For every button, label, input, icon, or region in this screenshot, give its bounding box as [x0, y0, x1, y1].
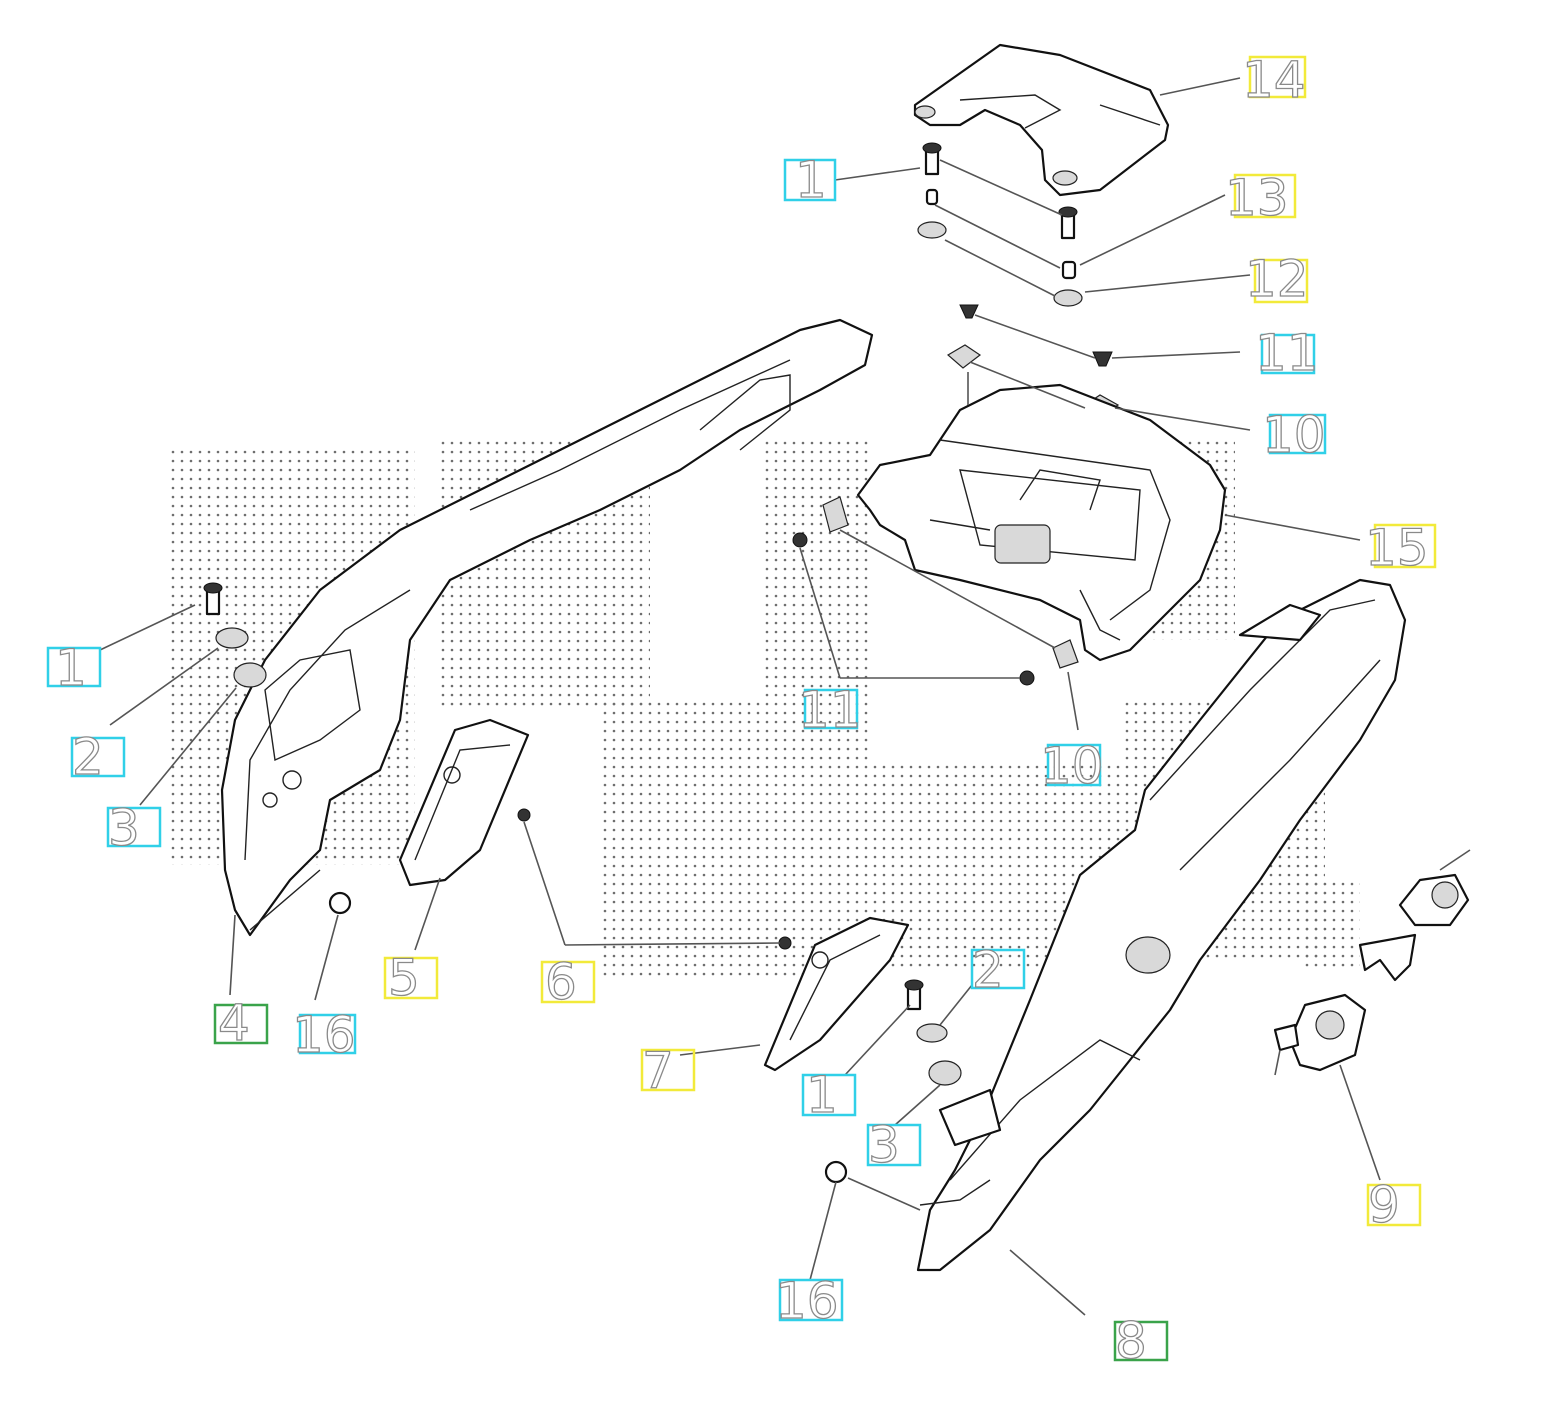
callout-10-mid: 10 — [1039, 736, 1104, 795]
callout-11-mid: 11 — [797, 680, 862, 739]
part-5-left-panel — [398, 718, 530, 887]
callout-14-text: 14 — [1242, 51, 1306, 109]
part-9-bracket — [1273, 873, 1470, 1072]
callout-10-right-text: 10 — [1262, 406, 1326, 464]
callout-9: 9 — [1366, 1175, 1422, 1235]
callout-11-mid-text: 11 — [798, 681, 862, 739]
callout-6-text: 6 — [545, 953, 577, 1011]
callout-4: 4 — [213, 993, 269, 1053]
callout-2-mid: 2 — [970, 940, 1026, 1000]
callout-14: 14 — [1241, 50, 1306, 109]
callout-3-mid-text: 3 — [868, 1116, 900, 1174]
hardware-left-bolts — [203, 582, 352, 915]
callout-16-bottom: 16 — [774, 1271, 844, 1331]
callout-11-right-text: 11 — [1255, 324, 1319, 382]
callout-3-left: 3 — [106, 798, 162, 858]
callout-2-left: 2 — [70, 727, 126, 787]
callout-2-left-text: 2 — [72, 728, 104, 786]
callout-10-mid-text: 10 — [1040, 737, 1104, 795]
callout-1-top: 1 — [783, 150, 837, 210]
part-15-rear-tray — [856, 383, 1227, 662]
callout-12-text: 12 — [1245, 250, 1309, 308]
callout-8: 8 — [1113, 1311, 1169, 1371]
callout-1-top-text: 1 — [795, 151, 827, 209]
callout-1-mid-text: 1 — [806, 1066, 838, 1124]
callout-1-left: 1 — [46, 638, 102, 698]
callout-10-right: 10 — [1261, 405, 1326, 464]
callout-16-bottom-text: 16 — [775, 1272, 839, 1330]
callout-2-mid-text: 2 — [972, 941, 1004, 999]
callout-5: 5 — [383, 948, 439, 1008]
part-4-left-grab-rail — [220, 318, 874, 937]
part-14-top-cover — [913, 43, 1170, 197]
callout-3-mid: 3 — [866, 1115, 922, 1175]
callout-16-left: 16 — [291, 1005, 356, 1064]
leader-lines — [99, 77, 1471, 1316]
hardware-mid-bolts — [824, 979, 962, 1184]
callout-11-right: 11 — [1254, 323, 1319, 382]
callout-8-text: 8 — [1115, 1312, 1147, 1370]
callout-5-text: 5 — [388, 949, 420, 1007]
callout-9-text: 9 — [1368, 1176, 1400, 1234]
callout-3-left-text: 3 — [108, 799, 140, 857]
callout-1-mid: 1 — [801, 1065, 857, 1125]
part-8-right-grab-rail — [916, 578, 1407, 1272]
callout-15-text: 15 — [1365, 519, 1429, 577]
callout-7: 7 — [640, 1041, 696, 1101]
callout-13-text: 13 — [1225, 169, 1289, 227]
hardware-clips-15 — [792, 496, 1079, 686]
callout-4-text: 4 — [218, 994, 250, 1052]
callout-15: 15 — [1364, 518, 1437, 578]
callout-1-left-text: 1 — [55, 639, 87, 697]
callout-16-left-text: 16 — [292, 1006, 356, 1064]
callout-13: 13 — [1224, 168, 1297, 228]
part-6-screws — [517, 808, 792, 950]
callout-7-text: 7 — [642, 1042, 674, 1100]
part-7-right-panel — [763, 916, 910, 1072]
callout-6: 6 — [540, 952, 596, 1012]
callout-12: 12 — [1244, 249, 1309, 308]
